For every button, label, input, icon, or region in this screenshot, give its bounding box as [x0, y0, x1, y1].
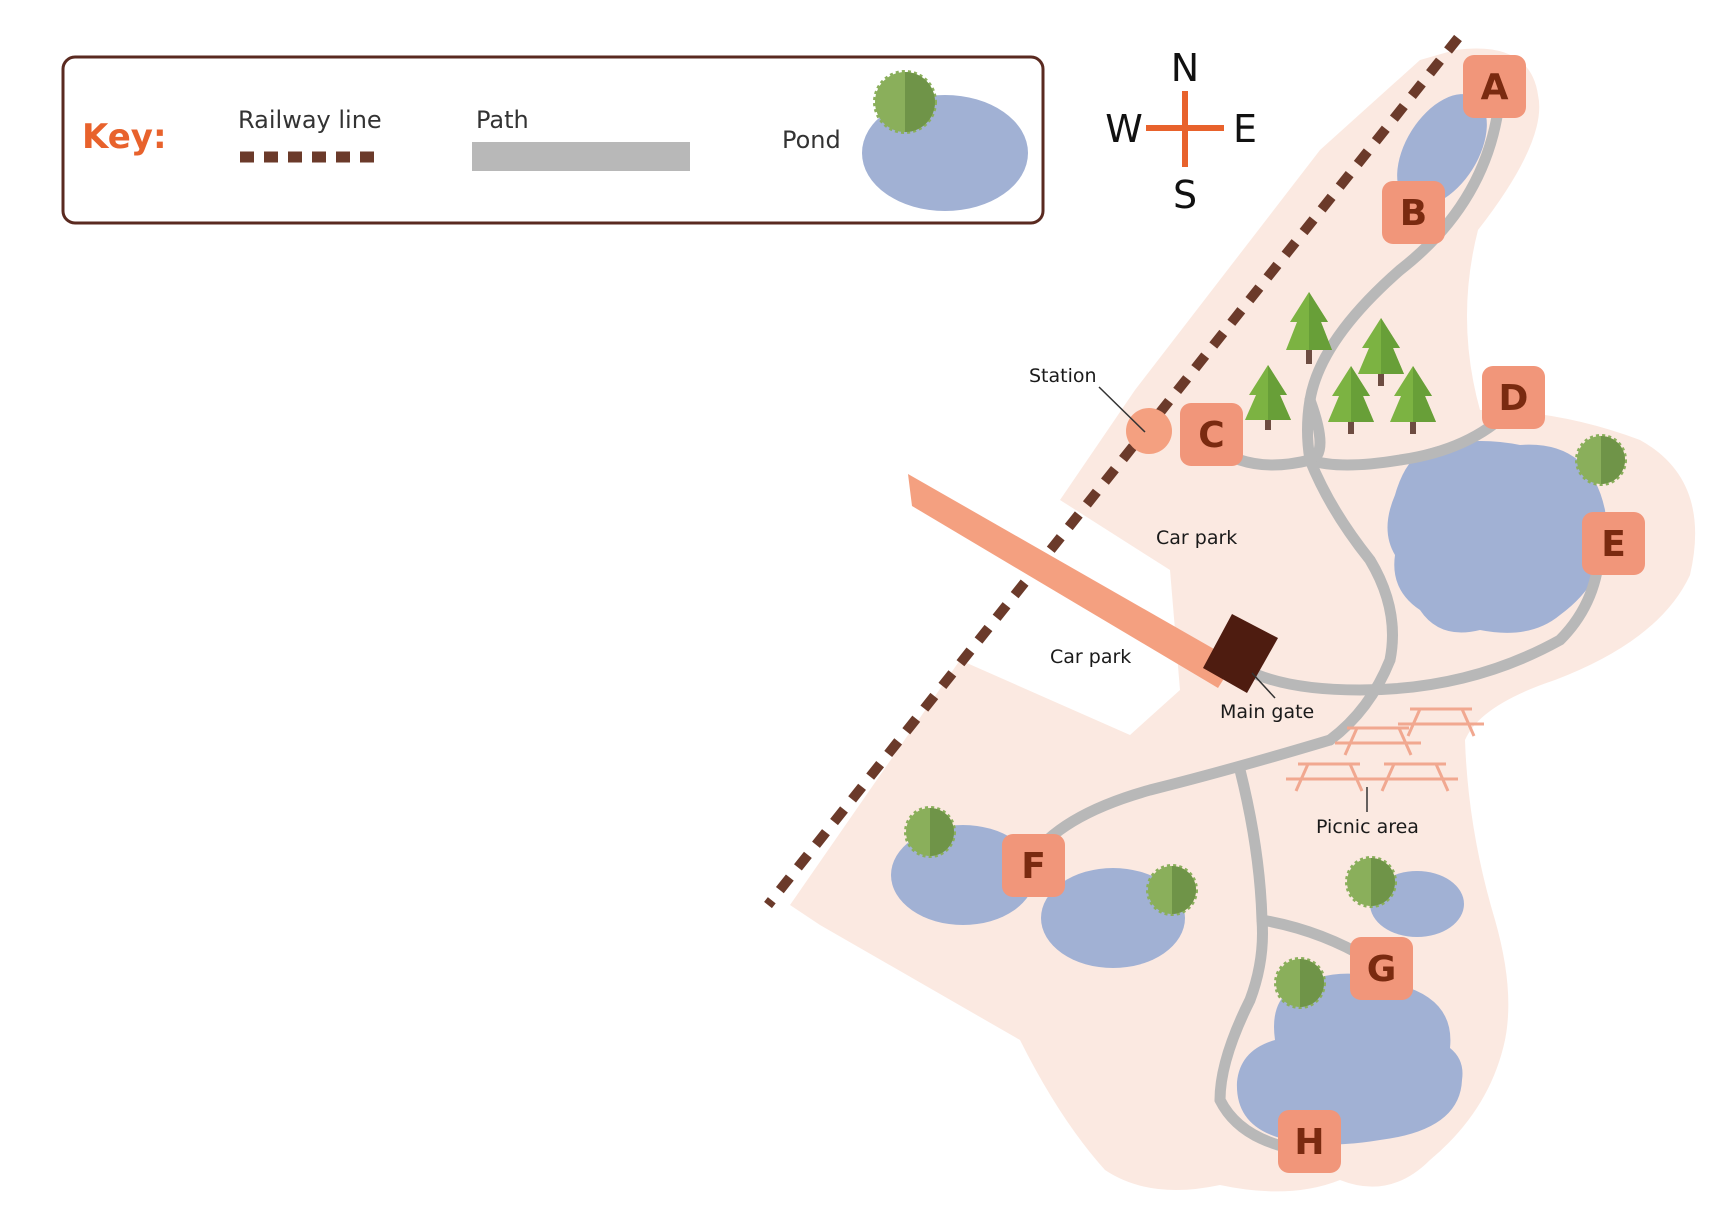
path-to-f [1024, 734, 1336, 866]
svg-text:B: B [1400, 193, 1427, 234]
car-park-label-2: Car park [1050, 646, 1131, 668]
station-dot [1126, 408, 1172, 454]
path-central [1304, 454, 1398, 746]
trees [1245, 292, 1436, 434]
marker-h: H [1278, 1110, 1341, 1173]
picnic-table-icon [1398, 707, 1484, 737]
picnic-table-icon [1286, 762, 1372, 792]
key-path-symbol [472, 142, 690, 171]
railway-line [764, 34, 1462, 909]
main-gate [1203, 614, 1278, 693]
compass-east: E [1233, 107, 1257, 151]
marker-d: D [1482, 366, 1545, 429]
svg-text:D: D [1499, 378, 1529, 419]
key-title: Key: [82, 117, 167, 157]
svg-text:H: H [1294, 1122, 1324, 1163]
car-park-road [908, 474, 1235, 688]
svg-text:C: C [1198, 415, 1224, 456]
bush-icon [1575, 434, 1627, 486]
key-path-label: Path [476, 106, 529, 134]
svg-text:E: E [1601, 524, 1626, 565]
bush-icon [1274, 957, 1326, 1009]
tree-icon [1390, 366, 1436, 434]
key-pond-label: Pond [782, 126, 841, 154]
compass-south: S [1173, 173, 1197, 217]
path-a-c [1302, 89, 1506, 466]
tree-icon [1328, 366, 1374, 434]
pond-h [1236, 973, 1463, 1145]
car-park-label-1: Car park [1156, 527, 1237, 549]
bush-icon [904, 806, 956, 858]
picnic-area-label: Picnic area [1316, 816, 1419, 838]
path-to-e [1224, 534, 1606, 696]
bushes [904, 434, 1627, 1009]
path-to-d [1304, 404, 1516, 471]
key-railway-label: Railway line [238, 106, 382, 134]
compass-west: W [1105, 107, 1143, 151]
tree-icon [1245, 365, 1291, 430]
key-bush-icon [873, 70, 937, 134]
key-border [61, 55, 1045, 225]
marker-g: G [1350, 937, 1413, 1000]
bush-icon [1345, 856, 1397, 908]
pond-e [1387, 441, 1607, 633]
tree-icon [1358, 318, 1404, 386]
picnic-table-icon [1372, 762, 1458, 792]
marker-b: B [1382, 181, 1445, 244]
main-gate-label: Main gate [1220, 701, 1314, 723]
pond-a [1397, 94, 1487, 206]
picnic-table-icon [1335, 726, 1421, 756]
svg-text:A: A [1481, 67, 1509, 108]
markers: A B C D E F G H [1002, 55, 1645, 1173]
compass-rose: N S E W [1105, 46, 1257, 217]
picnic-tables [1286, 707, 1484, 792]
tree-icon [1286, 292, 1332, 364]
path-to-h [1214, 764, 1306, 1156]
station-leader-line [1098, 386, 1146, 433]
main-gate-leader-line [1251, 672, 1276, 699]
marker-f: F [1002, 834, 1065, 897]
compass-north: N [1171, 46, 1199, 90]
marker-e: E [1582, 512, 1645, 575]
svg-text:G: G [1367, 949, 1397, 990]
map-labels: Station Car park Car park Main gate Picn… [1029, 365, 1419, 838]
bush-icon [1146, 864, 1198, 916]
svg-text:F: F [1021, 846, 1046, 887]
marker-c: C [1180, 403, 1243, 466]
map-key: Key: Railway line Path Pond [61, 55, 1045, 225]
marker-a: A [1463, 55, 1526, 118]
station-label: Station [1029, 365, 1097, 387]
paths [1024, 89, 1606, 1156]
